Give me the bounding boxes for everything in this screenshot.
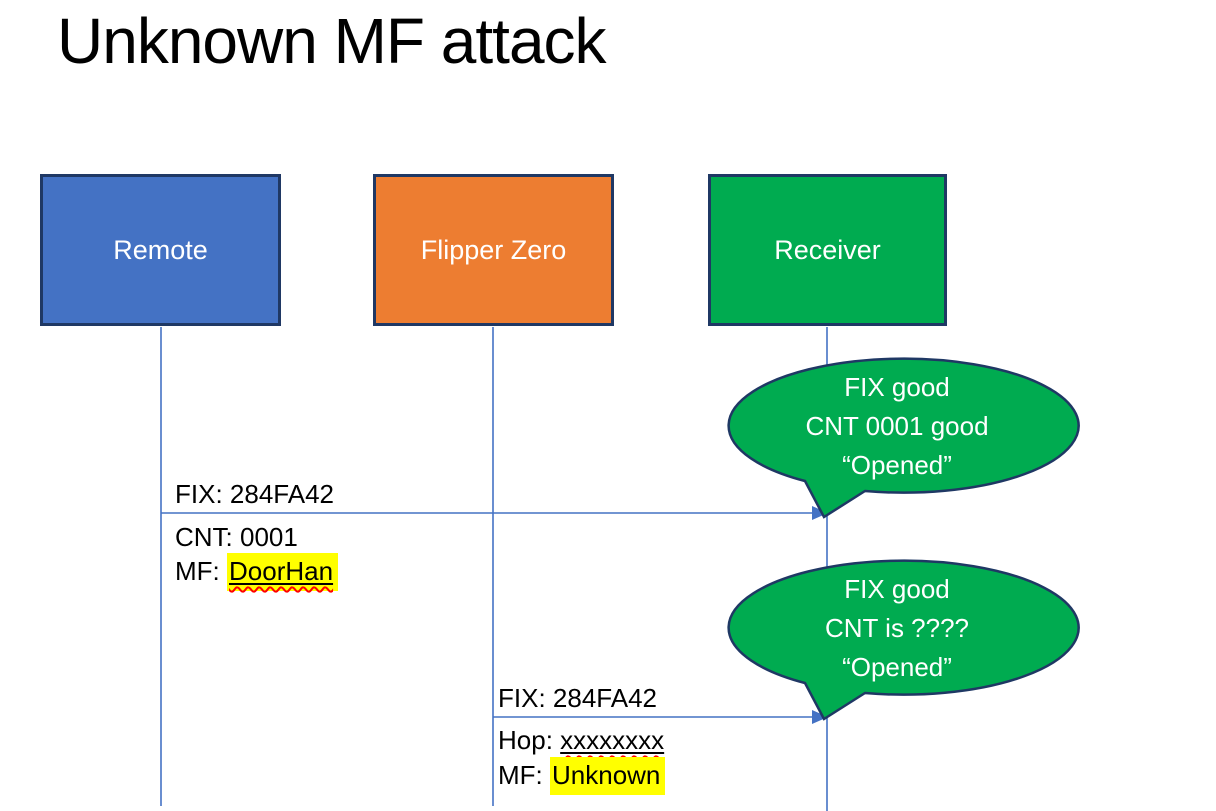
actor-label-flipper-zero: Flipper Zero <box>420 234 567 265</box>
message-arrow-1-head-icon <box>812 506 828 520</box>
callout-1-line-3: “Opened” <box>842 450 952 480</box>
message-1-mf-value: DoorHan <box>229 556 334 586</box>
callout-bubble-1 <box>727 357 1080 519</box>
message-2-mf-prefix: MF: <box>498 760 550 790</box>
callout-2-line-1: FIX good <box>844 574 950 604</box>
message-2-mf-label: MF: Unknown <box>498 757 666 795</box>
message-1-mf-prefix: MF: <box>175 556 227 586</box>
callout-1-line-2: CNT 0001 good <box>805 411 989 441</box>
slide-title: Unknown MF attack <box>57 5 607 77</box>
message-2-mf-value: Unknown <box>550 757 666 795</box>
message-arrow-2-head-icon <box>812 710 828 724</box>
message-2-hop-label: Hop: xxxxxxxx <box>498 723 664 757</box>
actor-label-receiver: Receiver <box>774 234 881 265</box>
callout-2-text: FIX good CNT is ???? “Opened” <box>742 570 1052 687</box>
callout-1-text: FIX good CNT 0001 good “Opened” <box>742 368 1052 485</box>
message-1-mf-value-highlight: DoorHan <box>227 553 339 591</box>
message-2-hop-prefix: Hop: <box>498 725 561 755</box>
actor-box-flipper-zero: Flipper Zero <box>373 174 614 326</box>
callout-2-line-2: CNT is ???? <box>824 613 970 643</box>
message-1-mf-label: MF: DoorHan <box>175 553 339 591</box>
message-2-hop-squiggle: xxxxxxxx <box>560 725 664 755</box>
actor-box-receiver: Receiver <box>708 174 947 326</box>
message-2-hop-value: xxxxxxxx <box>560 725 665 755</box>
message-2-fix-label: FIX: 284FA42 <box>498 683 657 713</box>
callout-1-line-1: FIX good <box>844 372 950 402</box>
message-1-cnt-label: CNT: 0001 <box>175 522 298 552</box>
actor-label-remote: Remote <box>113 234 208 265</box>
message-1-mf-squiggle: DoorHan <box>229 556 333 586</box>
message-1-fix-label: FIX: 284FA42 <box>175 479 334 509</box>
actor-box-remote: Remote <box>40 174 281 326</box>
callout-bubble-2 <box>727 559 1080 721</box>
callout-2-line-3: “Opened” <box>842 652 952 682</box>
